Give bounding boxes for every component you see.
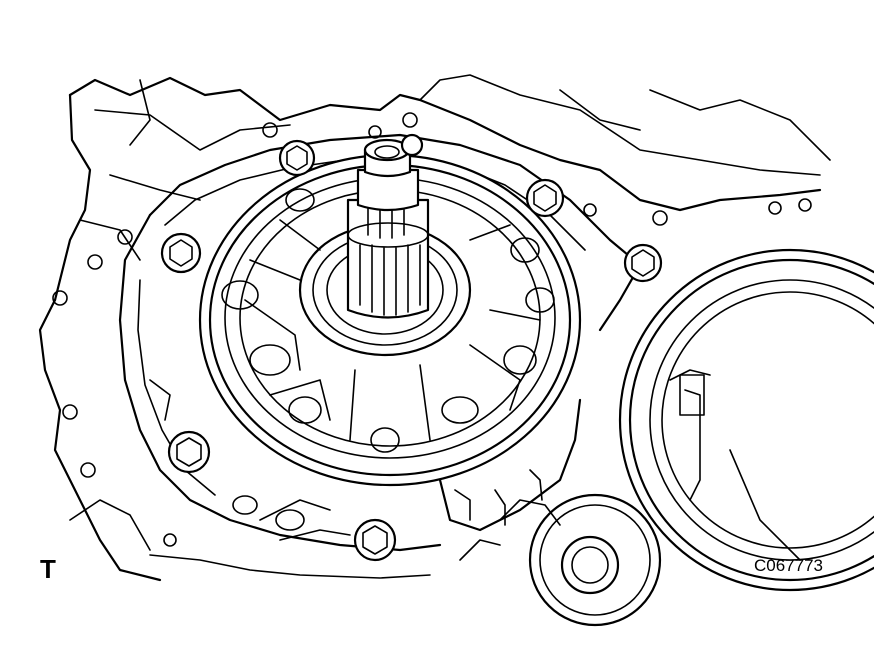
bolt — [353, 518, 397, 562]
bolt-set — [160, 133, 663, 562]
bolt — [525, 178, 565, 218]
input-shaft — [346, 138, 430, 319]
bolt — [400, 133, 424, 157]
bolt — [160, 232, 202, 274]
corner-mark: T — [40, 554, 56, 584]
bolt — [278, 139, 316, 177]
ring-gear — [618, 248, 874, 592]
pinion-gear — [459, 493, 662, 627]
bolt — [167, 430, 211, 474]
bolt — [623, 243, 663, 283]
case-detail — [149, 379, 351, 541]
figure-code: C067773 — [754, 556, 824, 575]
